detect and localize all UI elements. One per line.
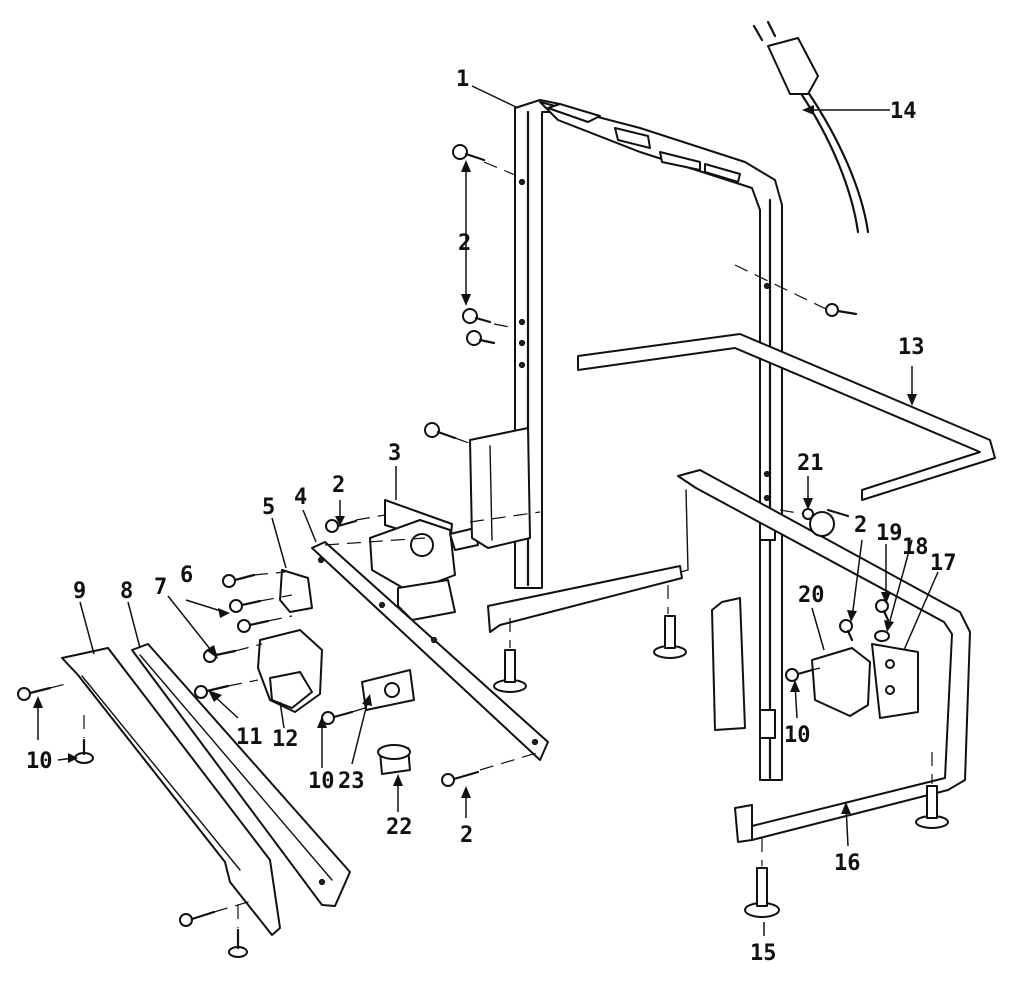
label-part-2: 2 xyxy=(460,823,473,848)
label-part-12: 12 xyxy=(272,727,299,752)
label-part-1: 1 xyxy=(456,67,469,92)
screw xyxy=(17,686,52,701)
label-part-21: 21 xyxy=(797,451,824,476)
screw xyxy=(321,710,354,725)
screw xyxy=(74,738,94,764)
knob-21 xyxy=(809,511,835,537)
water-valve xyxy=(369,499,479,621)
label-part-15: 15 xyxy=(750,941,777,966)
label-part-13: 13 xyxy=(898,335,925,360)
label-part-7: 7 xyxy=(154,575,167,600)
screw xyxy=(839,619,854,642)
label-part-22: 22 xyxy=(386,815,413,840)
label-part-14: 14 xyxy=(890,99,917,124)
label-part-16: 16 xyxy=(834,851,861,876)
screw xyxy=(466,330,496,346)
label-part-2: 2 xyxy=(458,231,471,256)
bracket-20 xyxy=(811,647,871,717)
part-labels: 1 2 2 2 2 3 4 5 6 7 8 9 10 10 10 11 12 1… xyxy=(26,67,957,966)
leveling-leg xyxy=(493,649,527,693)
label-part-10: 10 xyxy=(308,769,335,794)
washer xyxy=(874,630,890,642)
label-part-18: 18 xyxy=(902,535,929,560)
screw xyxy=(325,519,358,533)
label-part-8: 8 xyxy=(120,579,133,604)
screw xyxy=(179,910,216,927)
label-part-2: 2 xyxy=(332,473,345,498)
label-part-9: 9 xyxy=(73,579,86,604)
switch-assembly xyxy=(257,629,323,713)
label-part-20: 20 xyxy=(798,583,825,608)
screw xyxy=(875,599,890,622)
screw xyxy=(229,599,262,613)
screw xyxy=(462,308,492,324)
alignment-lines xyxy=(49,161,933,928)
screw xyxy=(441,770,480,787)
leader-lines xyxy=(33,85,939,936)
screw xyxy=(228,928,248,958)
mounting-strip xyxy=(311,541,549,761)
label-part-10: 10 xyxy=(784,723,811,748)
label-part-5: 5 xyxy=(262,495,275,520)
screw xyxy=(452,144,486,162)
screw xyxy=(222,573,256,588)
thermal-fuse xyxy=(377,744,411,775)
switch xyxy=(279,569,313,613)
leveling-leg xyxy=(744,867,780,918)
rail-8 xyxy=(131,643,351,907)
label-part-19: 19 xyxy=(876,521,903,546)
leveling-leg xyxy=(653,615,687,659)
valve-bracket xyxy=(469,427,531,549)
cross-brace xyxy=(577,333,996,501)
label-part-4: 4 xyxy=(294,485,307,510)
screw xyxy=(825,303,858,317)
screw xyxy=(237,619,270,633)
leveling-leg xyxy=(915,785,949,829)
label-part-23: 23 xyxy=(338,769,365,794)
label-part-17: 17 xyxy=(930,551,957,576)
label-part-11: 11 xyxy=(236,725,263,750)
screw xyxy=(194,684,230,699)
screw xyxy=(785,668,814,682)
label-part-6: 6 xyxy=(180,563,193,588)
base-frame xyxy=(487,469,971,843)
rail-9 xyxy=(61,647,281,936)
label-part-3: 3 xyxy=(388,441,401,466)
label-part-10: 10 xyxy=(26,749,53,774)
screw xyxy=(424,422,457,440)
label-part-2: 2 xyxy=(854,513,867,538)
bracket-17 xyxy=(871,643,919,719)
